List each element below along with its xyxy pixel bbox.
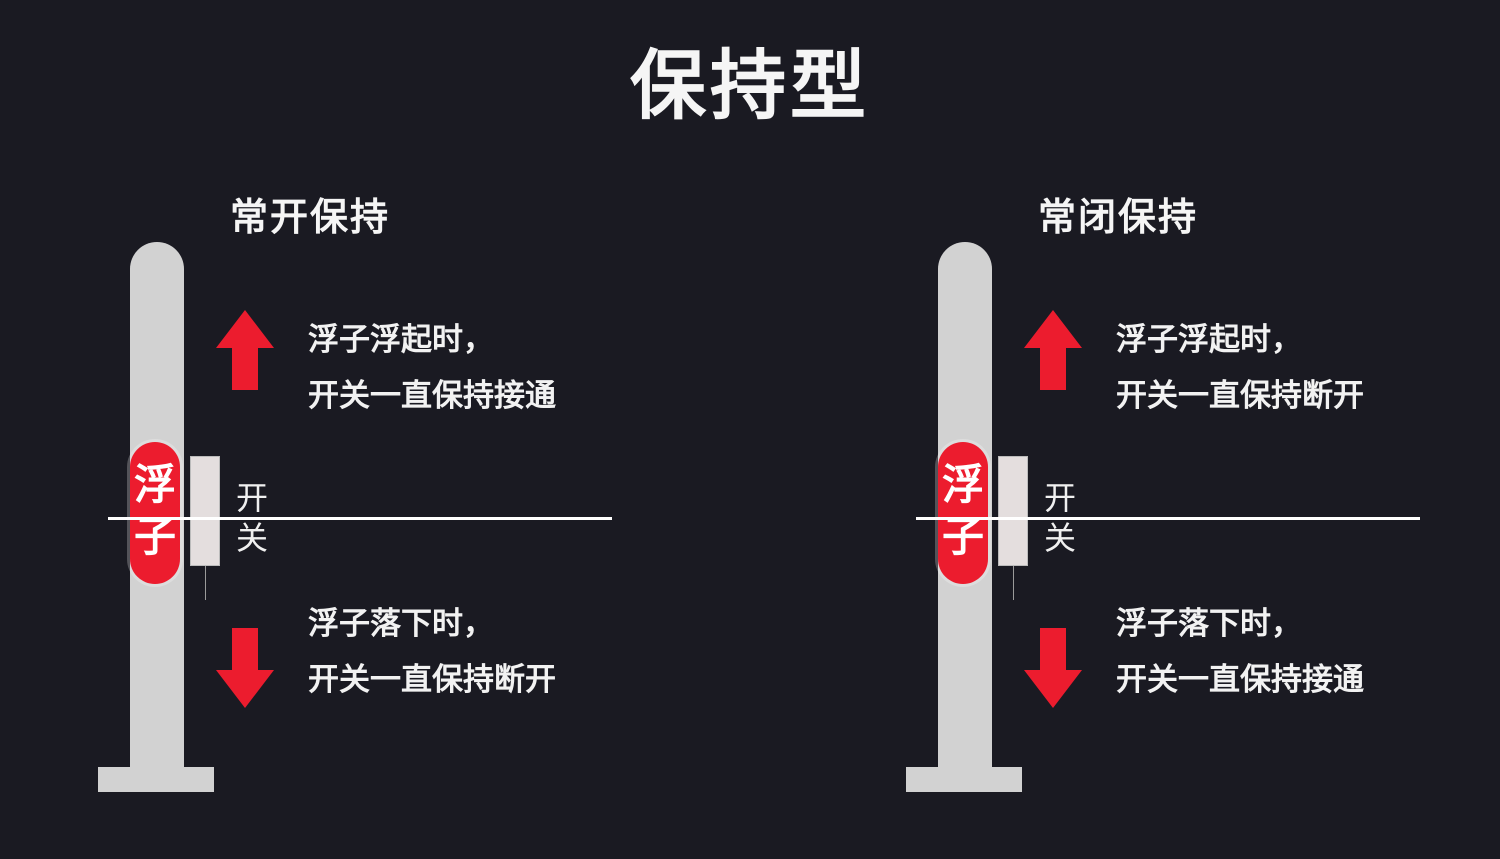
panel-title: 常闭保持 [1038,195,1199,239]
page-title: 保持型 [630,41,870,130]
reed-switch [998,456,1028,566]
panel-title: 常开保持 [230,195,391,239]
water-level-line [916,517,1420,520]
rise-line-2: 开关一直保持断开 [1116,378,1364,414]
reed-switch [190,456,220,566]
arrow-down-icon [1024,628,1082,708]
fall-description: 浮子落下时， 开关一直保持断开 [308,596,556,708]
fall-line-2: 开关一直保持断开 [308,662,556,698]
arrow-down-icon [216,628,274,708]
switch-label-char: 关 [236,519,269,557]
switch-label-char: 关 [1044,519,1077,557]
water-level-line [108,517,612,520]
float: 浮 子 [130,442,180,584]
fall-line-1: 浮子落下时， [308,606,494,642]
rise-description: 浮子浮起时， 开关一直保持接通 [308,312,556,424]
rod-base [98,767,214,792]
arrow-up-icon [216,310,274,390]
fall-line-1: 浮子落下时， [1116,606,1302,642]
fall-description: 浮子落下时， 开关一直保持接通 [1116,596,1364,708]
float-label-char: 子 [133,512,176,561]
float-label-char: 浮 [133,460,176,509]
float: 浮 子 [938,442,988,584]
rise-line-1: 浮子浮起时， [1116,322,1302,358]
switch-label-char: 开 [236,479,269,517]
normally-open-panel: 常开保持 浮 子 开 关 浮子浮起时， 开关一直保持接通 浮子落下时， 开关一直… [96,0,696,859]
rod-base [906,767,1022,792]
rise-line-1: 浮子浮起时， [308,322,494,358]
rise-line-2: 开关一直保持接通 [308,378,556,414]
switch-wire [205,566,206,600]
switch-label-char: 开 [1044,479,1077,517]
rise-description: 浮子浮起时， 开关一直保持断开 [1116,312,1364,424]
normally-closed-panel: 常闭保持 浮 子 开 关 浮子浮起时， 开关一直保持断开 浮子落下时， 开关一直… [904,0,1500,859]
float-label-char: 浮 [941,460,984,509]
switch-wire [1013,566,1014,600]
fall-line-2: 开关一直保持接通 [1116,662,1364,698]
float-label-char: 子 [941,512,984,561]
arrow-up-icon [1024,310,1082,390]
